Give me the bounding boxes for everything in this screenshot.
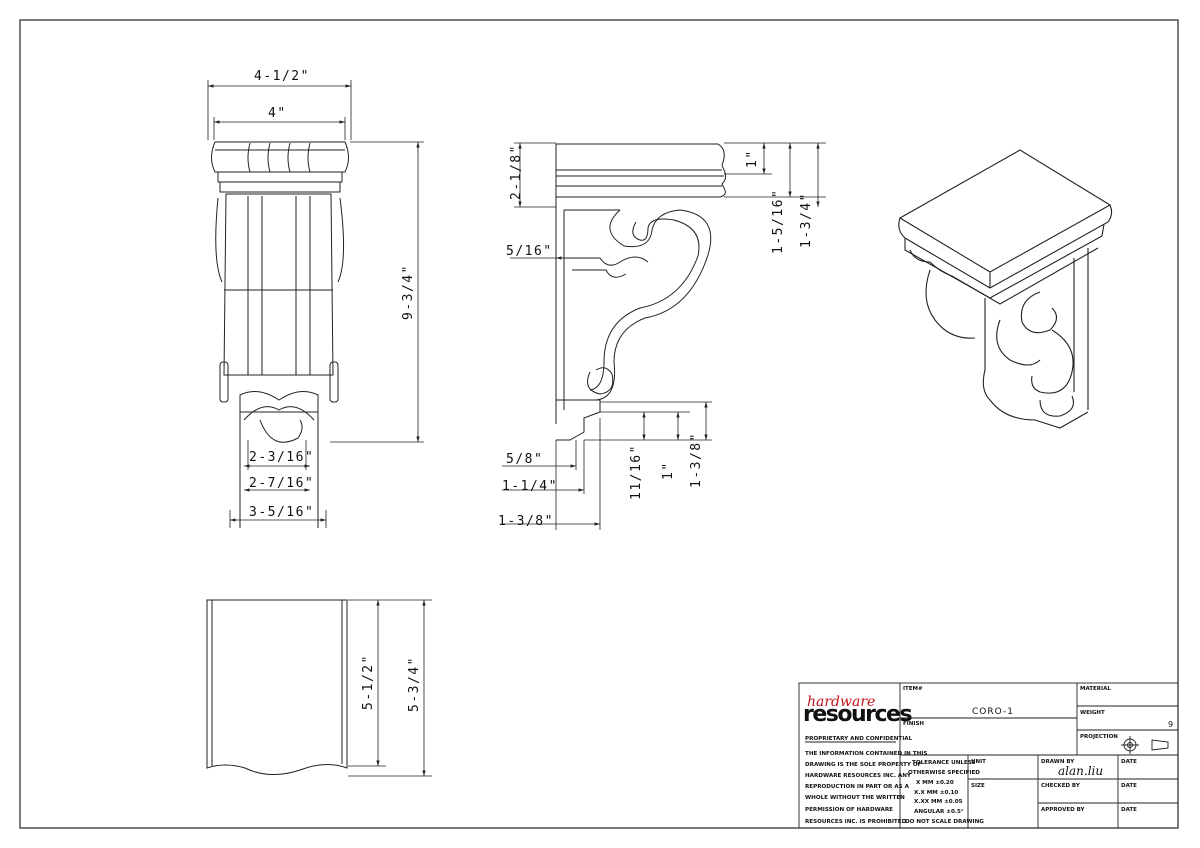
svg-text:HARDWARE RESOURCES INC. ANY: HARDWARE RESOURCES INC. ANY <box>805 773 912 779</box>
dim-height: 9-3/4" <box>401 264 416 320</box>
drawn-by-label: DRAWN BY <box>1041 759 1075 765</box>
unit-label: UNIT <box>971 759 986 765</box>
svg-text:X.X MM ±0.10: X.X MM ±0.10 <box>914 790 958 796</box>
front-view <box>211 141 349 528</box>
dim-foot-a: 5/8" <box>506 452 543 467</box>
svg-text:TOLERANCE UNLESS: TOLERANCE UNLESS <box>912 760 976 766</box>
item-label: ITEM# <box>903 686 923 692</box>
finish-label: FINISH <box>903 721 924 727</box>
dim-depth-outer: 5-3/4" <box>407 656 422 712</box>
proprietary-notice: THE INFORMATION CONTAINED IN THIS DRAWIN… <box>805 751 927 825</box>
svg-text:DRAWING IS THE SOLE PROPERTY O: DRAWING IS THE SOLE PROPERTY OF <box>805 762 922 768</box>
dim-foot-h1: 11/16" <box>629 444 644 500</box>
weight-label: WEIGHT <box>1080 710 1105 716</box>
logo-script: hardware <box>807 694 875 710</box>
svg-text:X.XX MM ±0.05: X.XX MM ±0.05 <box>914 799 963 805</box>
date-label-3: DATE <box>1121 807 1137 813</box>
side-dimensions <box>502 142 826 530</box>
approved-by-label: APPROVED BY <box>1041 807 1085 813</box>
title-block <box>798 682 1179 829</box>
weight-value: 9 <box>1168 720 1173 729</box>
dim-foot-c: 1-3/8" <box>498 514 554 529</box>
front-body <box>223 193 334 376</box>
svg-text:DO NOT SCALE DRAWING: DO NOT SCALE DRAWING <box>905 819 984 825</box>
iso-scroll <box>1020 291 1074 394</box>
svg-text:PERMISSION OF HARDWARE: PERMISSION OF HARDWARE <box>805 807 893 813</box>
front-cap <box>211 141 349 173</box>
svg-text:X MM ±0.20: X MM ±0.20 <box>916 780 954 786</box>
svg-text:RESOURCES INC. IS PROHIBITED: RESOURCES INC. IS PROHIBITED <box>805 819 907 825</box>
material-label: MATERIAL <box>1080 686 1111 692</box>
projection-symbol-icon <box>1121 736 1169 754</box>
dim-top-width: 4" <box>268 106 287 121</box>
isometric-view <box>898 149 1113 429</box>
tolerance-notes: TOLERANCE UNLESS OTHERWISE SPECIFIED X M… <box>905 760 984 825</box>
svg-text:ANGULAR ±0.5°: ANGULAR ±0.5° <box>914 809 964 815</box>
dim-foot-b: 1-1/4" <box>502 479 558 494</box>
dim-cap-top: 1" <box>745 149 760 168</box>
dim-base-mid: 2-7/16" <box>249 476 314 491</box>
dim-back-inset: 5/16" <box>506 244 553 259</box>
svg-text:REPRODUCTION IN PART OR AS A: REPRODUCTION IN PART OR AS A <box>805 784 910 790</box>
side-scroll <box>564 209 712 401</box>
drawn-by-signature: alan.liu <box>1058 764 1103 778</box>
svg-text:WHOLE WITHOUT THE WRITTEN: WHOLE WITHOUT THE WRITTEN <box>805 795 905 801</box>
side-view <box>555 143 727 441</box>
dim-base-inner: 2-3/16" <box>249 450 314 465</box>
dim-cap-total: 1-3/4" <box>799 192 814 248</box>
projection-label: PROJECTION <box>1080 734 1118 740</box>
dim-foot-h2: 1" <box>661 461 676 480</box>
item-value: CORO-1 <box>972 707 1014 717</box>
top-view <box>206 599 348 775</box>
dim-cap-height: 2-1/8" <box>509 144 524 200</box>
svg-text:THE INFORMATION CONTAINED IN T: THE INFORMATION CONTAINED IN THIS <box>805 751 927 757</box>
date-label-1: DATE <box>1121 759 1137 765</box>
dim-base-outer: 3-5/16" <box>249 505 314 520</box>
checked-by-label: CHECKED BY <box>1041 783 1081 789</box>
side-cap <box>555 143 727 198</box>
sheet-border <box>19 19 1179 829</box>
size-label: SIZE <box>971 783 985 789</box>
top-outline <box>206 599 348 775</box>
svg-text:OTHERWISE SPECIFIED: OTHERWISE SPECIFIED <box>908 770 980 776</box>
dim-foot-h3: 1-3/8" <box>689 432 704 488</box>
dim-cap-mid: 1-5/16" <box>771 189 786 254</box>
dim-depth-inner: 5-1/2" <box>361 654 376 710</box>
proprietary-heading: PROPRIETARY AND CONFIDENTIAL <box>805 736 913 742</box>
dim-overall-width: 4-1/2" <box>254 69 310 84</box>
top-dimensions <box>348 599 432 777</box>
logo-bold: resources <box>803 702 912 727</box>
front-dimensions <box>207 80 424 528</box>
date-label-2: DATE <box>1121 783 1137 789</box>
